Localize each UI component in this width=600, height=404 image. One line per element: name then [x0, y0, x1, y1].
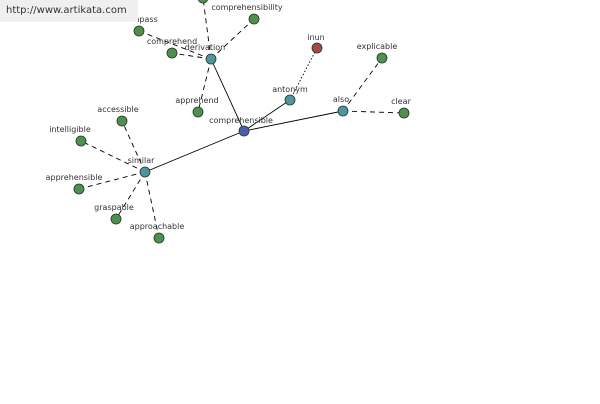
edge-similar-approachable [144, 171, 160, 239]
edge-derivation-compass [138, 30, 212, 60]
label-explicable[interactable]: explicable [357, 42, 398, 51]
node-accessible[interactable] [116, 115, 128, 127]
edge-similar-apprehensible [78, 171, 146, 190]
node-derivation[interactable] [205, 53, 217, 65]
node-comprehend[interactable] [166, 47, 178, 59]
node-comprehensibility[interactable] [248, 13, 260, 25]
edge-comprehensible-similar [144, 130, 245, 173]
edge-derivation-top [202, 0, 212, 60]
site-url[interactable]: http://www.artikata.com [0, 0, 138, 22]
node-apprehend[interactable] [192, 106, 204, 118]
edge-derivation-comprehend [171, 52, 212, 60]
edge-comprehensible-antonym [243, 99, 291, 132]
node-comprehensible[interactable] [238, 125, 250, 137]
label-apprehend[interactable]: apprehend [175, 96, 218, 105]
node-top[interactable] [197, 0, 209, 4]
label-comprehensible[interactable]: comprehensible [209, 116, 273, 125]
label-inun[interactable]: inun [307, 33, 324, 42]
node-clear[interactable] [398, 107, 410, 119]
node-intelligible[interactable] [75, 135, 87, 147]
edge-also-clear [342, 110, 405, 114]
edge-antonym-inun [289, 47, 318, 101]
label-intelligible[interactable]: intelligible [49, 125, 91, 134]
label-clear[interactable]: clear [391, 97, 411, 106]
node-explicable[interactable] [376, 52, 388, 64]
node-compass[interactable] [133, 25, 145, 37]
edge-similar-accessible [121, 120, 146, 173]
label-accessible[interactable]: accessible [97, 105, 138, 114]
node-also[interactable] [337, 105, 349, 117]
node-graspable[interactable] [110, 213, 122, 225]
node-approachable[interactable] [153, 232, 165, 244]
label-graspable[interactable]: graspable [94, 203, 134, 212]
edge-also-explicable [342, 57, 383, 112]
label-approachable[interactable]: approachable [130, 222, 185, 231]
node-antonym[interactable] [284, 94, 296, 106]
edge-similar-intelligible [80, 140, 146, 173]
label-antonym[interactable]: antonym [272, 85, 308, 94]
edge-derivation-comprehensibility [210, 18, 255, 60]
label-also[interactable]: also [333, 95, 349, 104]
label-apprehensible[interactable]: apprehensible [46, 173, 103, 182]
node-inun[interactable] [311, 42, 323, 54]
label-derivation[interactable]: derivation [185, 43, 225, 52]
node-similar[interactable] [139, 166, 151, 178]
edge-comprehensible-derivation [210, 58, 245, 132]
label-similar[interactable]: similar [128, 156, 156, 165]
label-comprehensibility[interactable]: comprehensibility [211, 3, 283, 12]
edge-derivation-apprehend [197, 58, 212, 113]
label-comprehend[interactable]: comprehend [147, 37, 197, 46]
label-compass[interactable]: compass [122, 15, 157, 24]
edge-comprehensible-also [243, 110, 344, 132]
edge-similar-graspable [115, 171, 146, 220]
node-apprehensible[interactable] [73, 183, 85, 195]
